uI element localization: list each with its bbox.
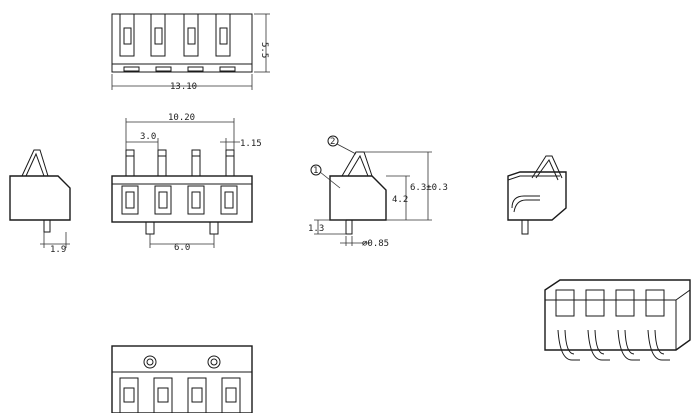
callout-2: 2 (330, 137, 335, 147)
iso-side-view (507, 155, 567, 235)
dim-side-height: 6.3±0.3 (410, 183, 448, 193)
top-view (111, 13, 270, 90)
dim-pitch: 3.0 (140, 132, 156, 142)
dim-side-pin: 1.3 (308, 224, 324, 234)
dim-top-height: 5.5 (259, 42, 269, 58)
dim-pin-spacing: 6.0 (174, 243, 190, 253)
iso-view (544, 279, 691, 361)
callout-1: 1 (313, 166, 318, 176)
dim-top-width: 13.10 (170, 82, 197, 92)
dim-side-body: 4.2 (392, 195, 408, 205)
dim-pin-length-left: 1.9 (50, 245, 66, 255)
dim-front-span: 10.20 (168, 113, 195, 123)
dim-pin-diameter: ∅0.85 (362, 239, 389, 249)
front-view (111, 118, 253, 248)
side-view-callouts (310, 135, 432, 246)
left-side-view (9, 149, 71, 248)
bottom-view (111, 345, 253, 413)
dim-pin-width: 1.15 (240, 139, 262, 149)
